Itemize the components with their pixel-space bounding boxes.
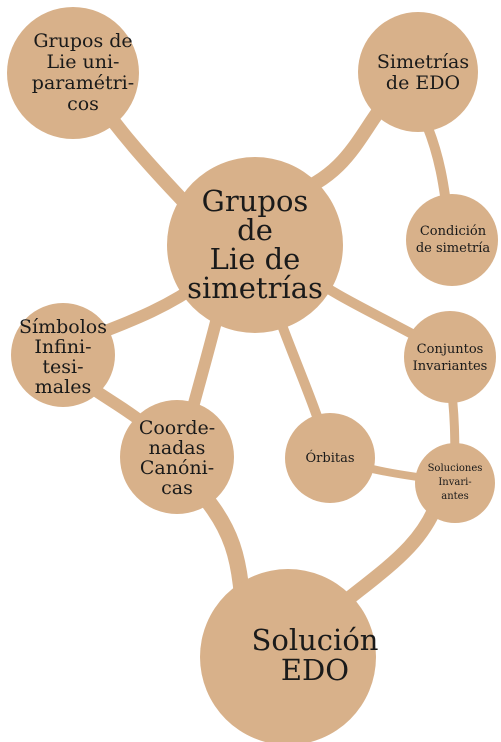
node-condicion [406,194,498,286]
node-group [7,7,498,742]
node-simetrias-edo [358,12,478,132]
node-simbolos [11,303,115,407]
node-orbitas [285,413,375,503]
node-grupos-lie [7,7,139,139]
node-conjuntos [404,311,496,403]
node-coordenadas [120,400,234,514]
node-center [167,157,343,333]
node-solucion-edo [200,569,376,742]
node-soluciones-inv [415,443,495,523]
